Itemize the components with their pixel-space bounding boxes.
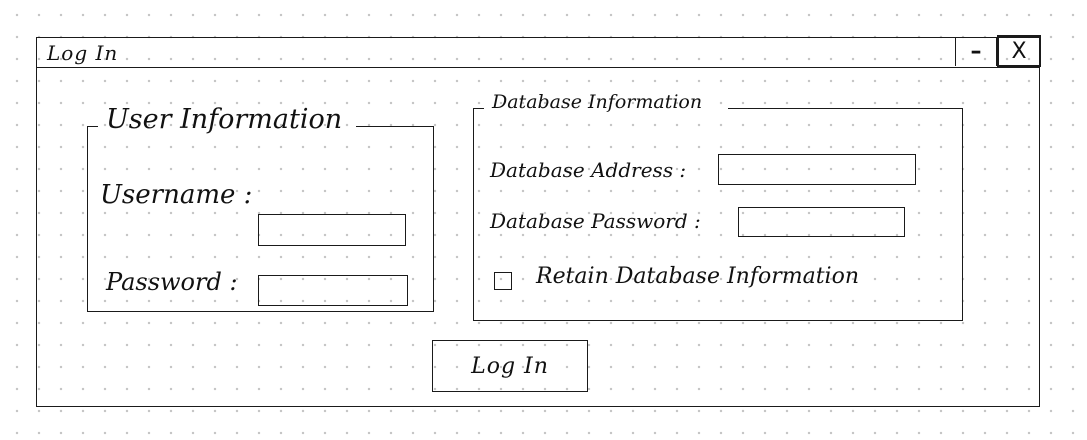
window-title: Log In xyxy=(47,41,119,65)
database-information-legend: Database Information xyxy=(492,91,703,113)
group-border-right xyxy=(356,126,433,127)
title-bar: Log In – X xyxy=(37,35,1041,68)
password-label: Password : xyxy=(106,268,238,296)
user-information-group: User Information Username : Password : xyxy=(87,104,434,312)
username-input[interactable] xyxy=(258,214,406,246)
user-information-legend: User Information xyxy=(106,104,343,135)
group-border-left xyxy=(474,108,484,109)
retain-database-checkbox[interactable] xyxy=(494,272,512,290)
login-window: Log In – X User Information Username : P… xyxy=(36,35,1041,407)
minimize-icon: – xyxy=(970,39,982,64)
database-password-input[interactable] xyxy=(738,207,905,237)
database-password-label: Database Password : xyxy=(490,209,701,233)
login-button[interactable]: Log In xyxy=(432,340,588,392)
minimize-button[interactable]: – xyxy=(955,37,997,66)
database-information-group: Database Information Database Address : … xyxy=(473,91,963,321)
database-address-input[interactable] xyxy=(718,154,916,185)
database-address-label: Database Address : xyxy=(490,158,687,182)
username-label: Username : xyxy=(100,180,253,210)
close-button[interactable]: X xyxy=(997,35,1041,67)
group-border-left xyxy=(88,126,98,127)
close-icon: X xyxy=(1011,38,1027,64)
group-border-right xyxy=(728,108,962,109)
retain-database-label: Retain Database Information xyxy=(536,264,859,289)
password-input[interactable] xyxy=(258,275,408,306)
